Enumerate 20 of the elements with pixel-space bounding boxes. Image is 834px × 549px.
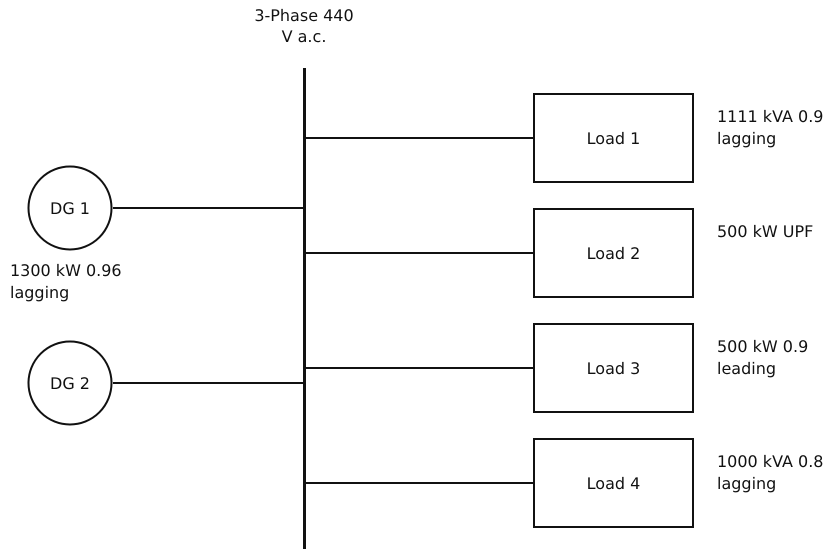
generator-circle — [27, 165, 113, 251]
generator-label: DG 2 — [50, 374, 90, 392]
connection-line — [304, 482, 533, 484]
bus-label: 3-Phase 440 V a.c. — [254, 5, 354, 47]
generator-circle — [27, 340, 113, 426]
rating-text: 500 kW 0.9 leading — [717, 336, 810, 380]
rating-text: 1111 kVA 0.9 lagging — [717, 106, 824, 150]
rating-text: 500 kW UPF — [717, 221, 814, 243]
connection-line — [304, 367, 533, 369]
generator-label: DG 1 — [50, 198, 90, 218]
load-box: Load 1 — [533, 93, 694, 183]
connection-line — [304, 252, 533, 254]
connection-line — [304, 137, 533, 139]
load-box: Load 4 — [533, 438, 694, 528]
connection-line — [113, 382, 304, 384]
load-box: Load 2 — [533, 208, 694, 298]
connection-line — [113, 207, 304, 209]
load-box: Load 3 — [533, 323, 694, 413]
rating-text: 1300 kW 0.96 lagging — [10, 260, 123, 304]
rating-text: 1000 kVA 0.8 lagging — [717, 451, 824, 495]
